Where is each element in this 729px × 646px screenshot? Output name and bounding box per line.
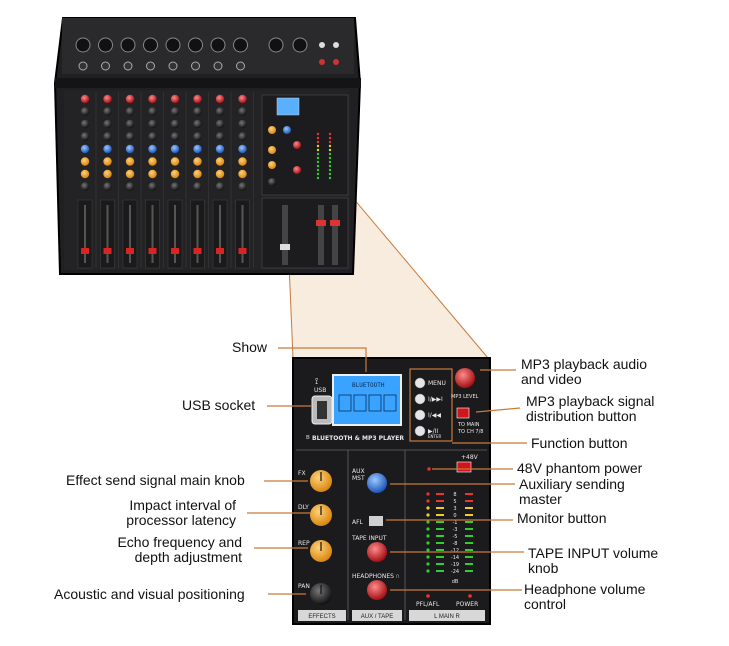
meter-db-label: -24 [451,569,459,575]
mp3-distribution-button[interactable] [456,407,470,419]
phantom-button[interactable] [456,461,472,473]
function-button-label-4: ▶/II [428,428,438,435]
lcd-display: BLUETOOTH [332,374,402,426]
headphones-label: HEADPHONES [352,573,394,580]
usb-socket[interactable]: ⟟ USB [311,377,333,425]
meter-db-label: 3 [453,506,456,512]
afl-label: AFL [352,519,364,526]
callout-effect-send: Effect send signal main knob [66,472,245,488]
meter-db-label: -12 [451,548,459,554]
aux-tape-tab: AUX / TAPE [361,614,393,620]
function-button-label-3: I/◀◀ [428,412,441,419]
tape-input-knob[interactable] [367,542,387,562]
function-button-1[interactable] [414,377,426,389]
lcd-text: BLUETOOTH [352,382,385,389]
rep-label: REP [298,540,310,547]
meter-db-label: 5 [453,499,456,505]
callout-phantom: 48V phantom power [517,460,643,476]
headphone-knob[interactable] [367,580,387,600]
pan-label: PAN [298,583,310,590]
enter-label: ENTER [428,434,441,439]
meter-db-label: 8 [453,492,456,498]
detail-panel: ⟟ USB BLUETOOTH ʙ BLUETOOTH & MP3 PLAYER… [292,357,491,625]
headphone-icon: ∩ [395,573,400,580]
meter-db-label: -5 [453,534,458,540]
function-button-4[interactable] [414,425,426,437]
callout-usb-socket: USB socket [182,397,256,413]
to-main-label: TO MAIN [457,422,480,428]
function-button-2[interactable] [414,393,426,405]
to-ch-label: TO CH 7/8 [457,429,483,435]
mixer-photo [53,17,362,275]
svg-text:⟟: ⟟ [315,377,318,387]
mp3-level-knob[interactable] [455,368,475,388]
callout-acoustic: Acoustic and visual positioning [54,586,245,602]
phantom-label: +48V [461,454,479,461]
fx-label: FX [298,470,306,477]
aux-master-knob[interactable] [367,473,387,493]
meter-db-label: -14 [451,555,459,561]
main-tab: L MAIN R [434,614,460,620]
callout-show: Show [232,339,268,355]
function-button-label-2: I/▶▶I [428,396,443,403]
function-button-label-1: MENU [428,380,446,387]
bt-title: BLUETOOTH & MP3 PLAYER [312,435,404,442]
dly-label: DLY [298,504,309,511]
mp3-level-label: MP3 LEVEL [451,394,479,400]
mst-label: MST [352,475,365,482]
usb-label: USB [314,387,326,394]
leader-lines [247,347,527,595]
afl-monitor-button[interactable] [369,516,383,526]
meter-db-label: -3 [453,527,458,533]
meter-db-label: -19 [451,562,459,568]
power-label: POWER [456,601,478,608]
meter-db-label: -1 [453,520,458,526]
effects-tab: EFFECTS [308,614,335,620]
meter-db-label: -8 [453,541,458,547]
function-button-3[interactable] [414,409,426,421]
meter-db-label: 0 [453,513,456,519]
callout-monitor: Monitor button [517,510,607,526]
pfl-afl-label: PFL/AFL [416,601,440,608]
aux-label: AUX [352,468,365,475]
callout-function-button: Function button [531,435,628,451]
meter-db-unit: dB [452,579,459,585]
bluetooth-icon: ʙ [306,434,310,441]
tape-input-label: TAPE INPUT [351,535,387,542]
